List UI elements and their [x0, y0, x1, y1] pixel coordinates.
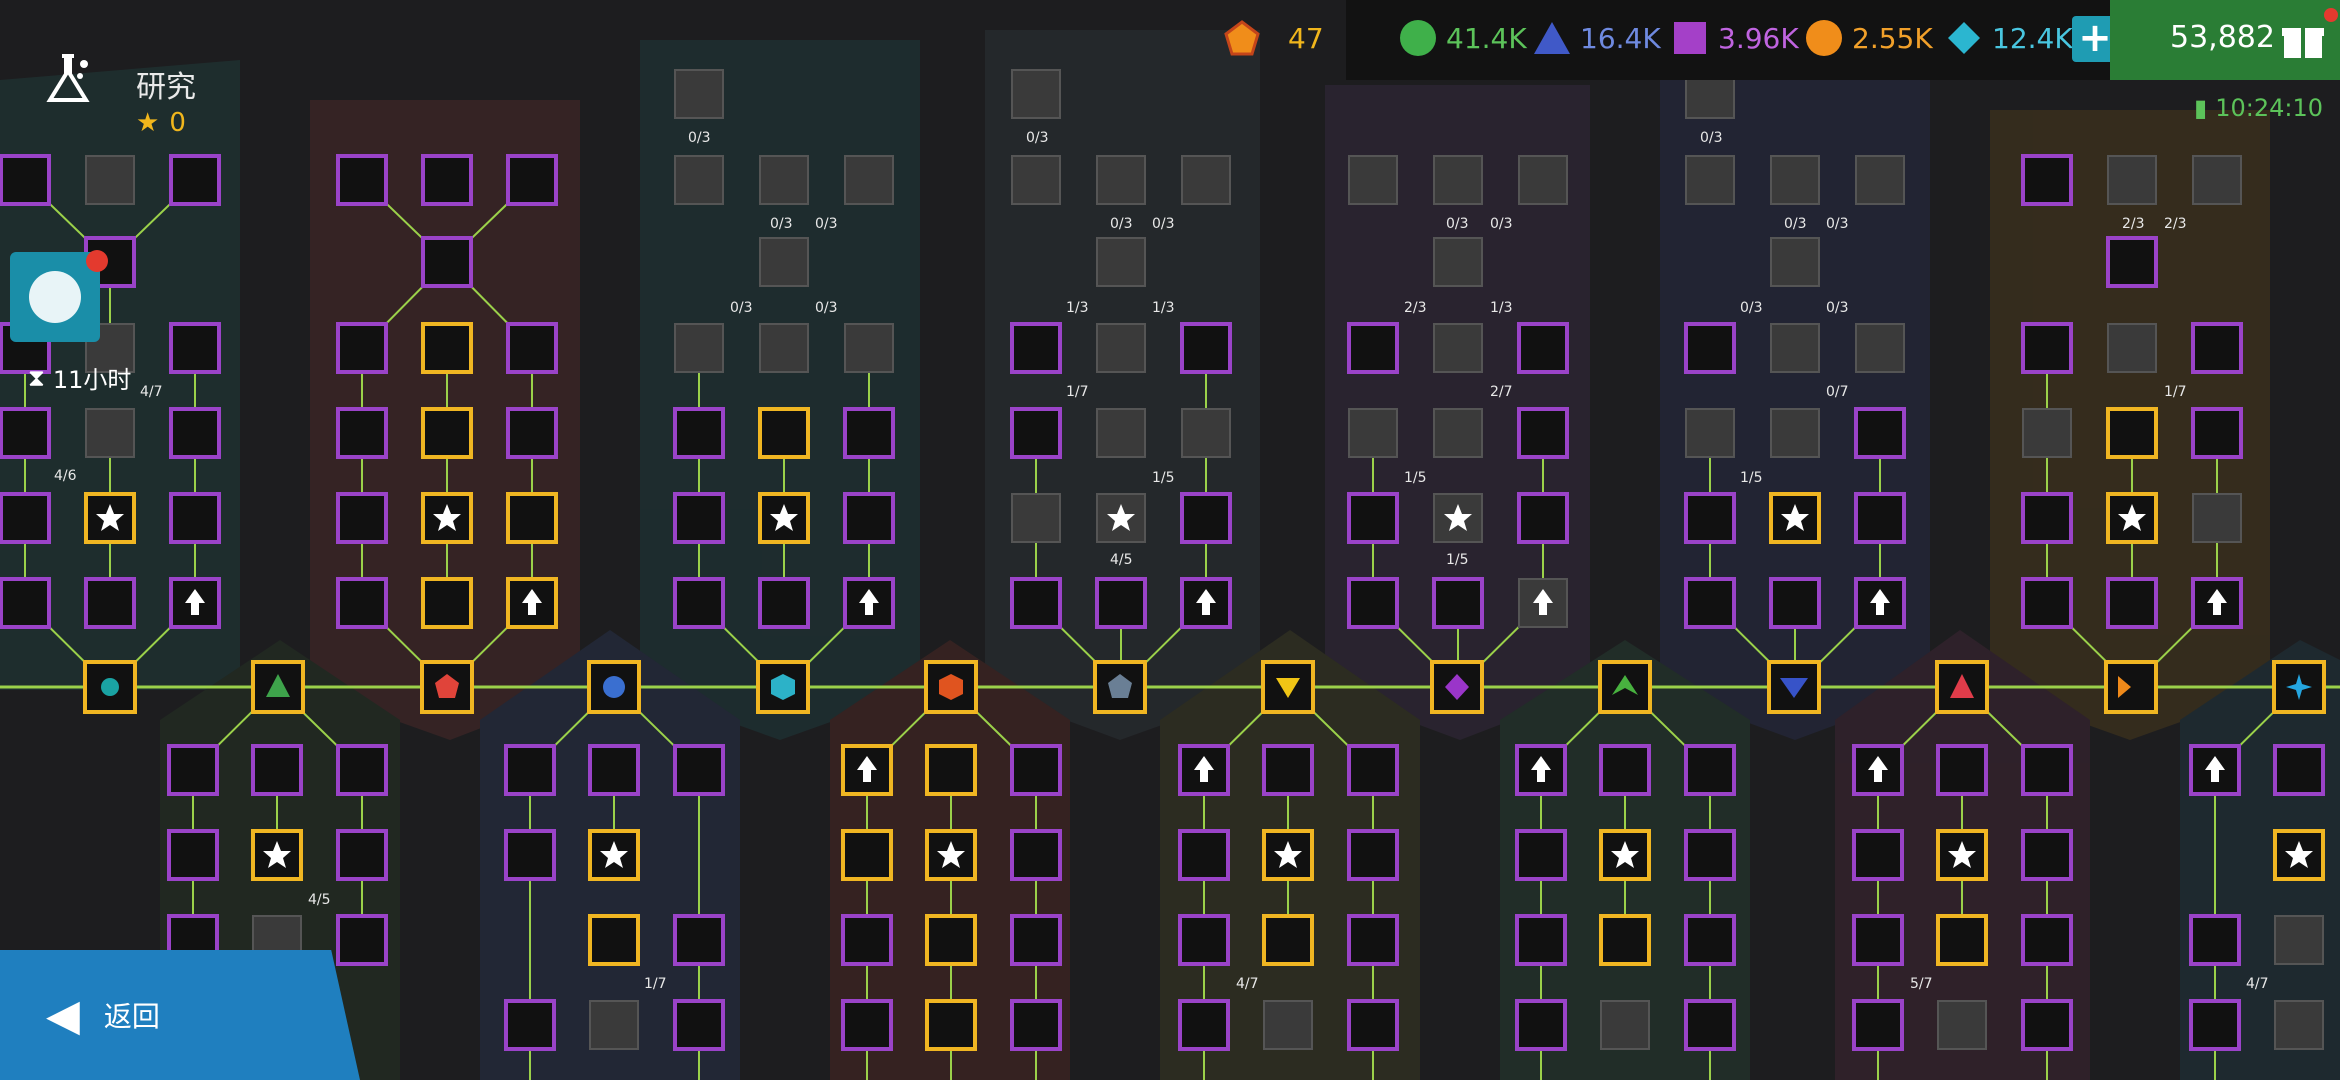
progress-label: 0/3	[1826, 216, 1849, 232]
progress-label: 4/5	[1110, 552, 1133, 568]
progress-label: 1/3	[1066, 300, 1089, 316]
stars-counter: ★ 0	[136, 108, 186, 138]
progress-label: 0/3	[815, 300, 838, 316]
fist-icon	[29, 271, 81, 323]
cyan-value: 12.4K	[1992, 21, 2073, 55]
orange-resource: 2.55K	[1804, 18, 1933, 58]
cash-icon: ▮	[2194, 94, 2208, 122]
back-button[interactable]: ◀ 返回	[0, 950, 360, 1080]
blue-value: 16.4K	[1580, 21, 1661, 55]
progress-label: 0/7	[1826, 384, 1849, 400]
purple-resource-icon	[1670, 18, 1710, 58]
green-value: 41.4K	[1446, 21, 1527, 55]
progress-label: 4/7	[1236, 976, 1259, 992]
progress-label: 4/7	[2246, 976, 2269, 992]
progress-label: 1/5	[1740, 470, 1763, 486]
progress-label: 0/3	[770, 216, 793, 232]
progress-label: 2/3	[1404, 300, 1427, 316]
back-arrow-icon: ◀	[46, 989, 80, 1041]
progress-label: 4/5	[308, 892, 331, 908]
orange-value: 2.55K	[1852, 21, 1933, 55]
progress-label: 0/3	[1110, 216, 1133, 232]
flask-icon	[40, 50, 100, 110]
orange-resource-icon	[1804, 18, 1844, 58]
timer-icon: ⧗	[28, 363, 45, 392]
timer-label: 11小时	[52, 366, 132, 394]
cyan-resource: 12.4K	[1944, 18, 2073, 58]
progress-label: 5/7	[1910, 976, 1933, 992]
cyan-resource-icon	[1944, 18, 1984, 58]
green-resource: 41.4K	[1398, 18, 1527, 58]
page-title: 研究	[136, 70, 196, 105]
star-icon: ★	[136, 108, 160, 138]
gift-icon[interactable]	[2280, 16, 2326, 62]
active-research-button[interactable]	[10, 252, 100, 342]
trunk-nodes	[83, 660, 2326, 714]
progress-label: 1/7	[1066, 384, 1089, 400]
purple-resource: 3.96K	[1670, 18, 1799, 58]
green-resource-icon	[1398, 18, 1438, 58]
clock-value: 10:24:10	[2215, 94, 2324, 122]
progress-label: 0/3	[815, 216, 838, 232]
progress-label: 0/3	[1700, 130, 1723, 146]
progress-label: 4/7	[140, 384, 163, 400]
progress-label: 0/3	[1740, 300, 1763, 316]
notification-dot	[2324, 8, 2338, 22]
progress-label: 0/3	[1026, 130, 1049, 146]
progress-label: 1/5	[1404, 470, 1427, 486]
progress-label: 0/3	[730, 300, 753, 316]
progress-label: 1/5	[1152, 470, 1175, 486]
clock-widget: ▮ 10:24:10	[2194, 94, 2323, 122]
progress-label: 2/7	[1490, 384, 1513, 400]
progress-label: 0/3	[1784, 216, 1807, 232]
stars-value: 0	[169, 108, 186, 138]
money-value: 53,882	[2170, 20, 2275, 55]
progress-label: 1/5	[1446, 552, 1469, 568]
progress-label: 1/7	[644, 976, 667, 992]
purple-value: 3.96K	[1718, 21, 1799, 55]
notification-dot	[86, 250, 108, 272]
blue-resource: 16.4K	[1532, 18, 1661, 58]
progress-label: 0/3	[1490, 216, 1513, 232]
gem-icon	[1222, 18, 1262, 58]
progress-label: 1/7	[2164, 384, 2187, 400]
gem-counter: 47	[1222, 18, 1324, 58]
progress-label: 0/3	[1826, 300, 1849, 316]
progress-label: 2/3	[2122, 216, 2145, 232]
progress-label: 4/6	[54, 468, 77, 484]
progress-label: 1/3	[1152, 300, 1175, 316]
back-label: 返回	[103, 1000, 160, 1033]
progress-label: 2/3	[2164, 216, 2187, 232]
blue-resource-icon	[1532, 18, 1572, 58]
gem-value: 47	[1288, 21, 1324, 55]
progress-label: 0/3	[1446, 216, 1469, 232]
progress-label: 1/3	[1490, 300, 1513, 316]
progress-label: 0/3	[1152, 216, 1175, 232]
research-timer: ⧗ 11小时	[28, 360, 131, 395]
progress-label: 0/3	[688, 130, 711, 146]
